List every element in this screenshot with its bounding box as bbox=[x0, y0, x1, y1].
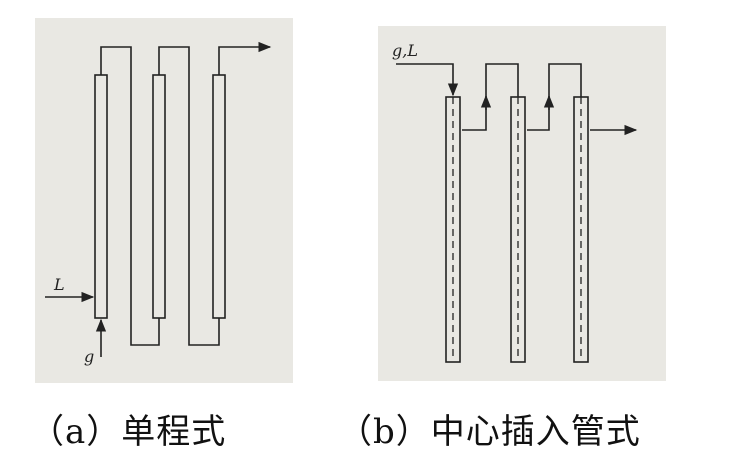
inlet-arrow bbox=[396, 63, 459, 97]
connector-1-2 bbox=[462, 63, 519, 131]
outlet-arrow bbox=[218, 41, 272, 75]
panel-b-background bbox=[378, 26, 666, 381]
connector-2-3 bbox=[527, 63, 582, 131]
panel-a-background bbox=[35, 18, 293, 383]
connector-2-3 bbox=[158, 46, 220, 346]
connector-1-2 bbox=[100, 46, 160, 346]
tube-1 bbox=[94, 74, 108, 319]
liquid-inlet-label: L bbox=[53, 275, 65, 294]
caption-single-pass: （a）单程式 bbox=[30, 412, 227, 452]
inlet-label: g,L bbox=[392, 41, 418, 60]
gas-inlet-label: g bbox=[84, 347, 94, 366]
tube-3 bbox=[212, 74, 226, 319]
single-pass-diagram bbox=[45, 41, 272, 357]
tube-2 bbox=[152, 74, 166, 319]
caption-center-insert: （b）中心插入管式 bbox=[338, 412, 641, 452]
center-insert-diagram bbox=[396, 63, 638, 363]
